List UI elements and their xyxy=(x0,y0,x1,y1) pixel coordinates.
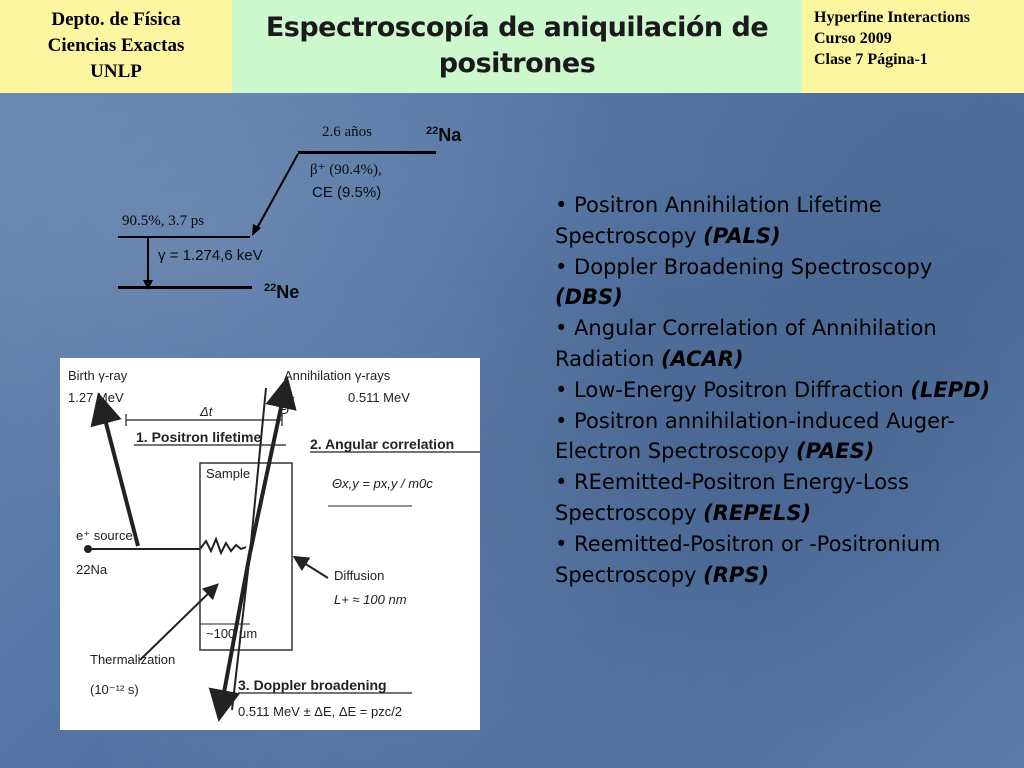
technique-text: • Low-Energy Positron Diffraction xyxy=(555,377,911,402)
institution-line: Ciencias Exactas xyxy=(47,35,185,56)
source-dot xyxy=(84,545,92,553)
daughter-mass-number: 22 xyxy=(264,282,277,294)
arrowhead-icon xyxy=(252,224,261,236)
technique-item-rps: • Reemitted-Positron or -Positronium Spe… xyxy=(555,529,995,591)
technique-text: • Reemitted-Positron or -Positronium Spe… xyxy=(555,531,941,587)
birth-gamma-ray xyxy=(90,392,140,547)
diffusion-path xyxy=(199,536,247,556)
course-line: Hyperfine Interactions xyxy=(814,9,970,26)
header-course: Hyperfine Interactions Curso 2009 Clase … xyxy=(802,0,1024,93)
technique-abbreviation: (PAES) xyxy=(795,439,875,464)
diffusion-pointer xyxy=(292,555,329,579)
figure-drawing: Birth γ-ray 1.27 MeV Annihilation γ-rays… xyxy=(68,368,480,722)
annihilation-gamma-ray xyxy=(248,376,297,554)
technique-abbreviation: (REPELS) xyxy=(703,500,812,525)
technique-text: • Doppler Broadening Spectroscopy xyxy=(555,254,933,279)
theta-label: Θ xyxy=(279,402,289,417)
institution-line: UNLP xyxy=(90,61,142,82)
ground-level-line xyxy=(118,286,252,289)
thermalization-time: (10⁻¹² s) xyxy=(90,682,139,697)
lifetime-title: 1. Positron lifetime xyxy=(136,429,261,445)
course-line: Clase 7 Página-1 xyxy=(814,51,928,68)
technique-item-pals: • Positron Annihilation Lifetime Spectro… xyxy=(555,190,995,252)
thermalization-label: Thermalization xyxy=(90,652,175,667)
technique-item-lepd: • Low-Energy Positron Diffraction (LEPD) xyxy=(555,375,995,406)
angular-formula: Θx,y = px,y / m0c xyxy=(332,476,433,491)
technique-text: • REemitted-Positron Energy-Loss Spectro… xyxy=(555,470,909,525)
technique-abbreviation: (ACAR) xyxy=(660,346,744,371)
beta-branch-label: β⁺ (90.4%), xyxy=(310,162,382,178)
gamma-energy-label: γ = 1.274,6 keV xyxy=(158,247,263,264)
technique-item-paes: • Positron annihilation-induced Auger-El… xyxy=(555,406,995,468)
delta-t-label: Δt xyxy=(199,404,214,419)
technique-text: • Angular Correlation of Annihilation Ra… xyxy=(555,316,937,371)
birth-gamma-label: Birth γ-ray xyxy=(68,368,128,383)
slide-title: Espectroscopía de aniquilación de positr… xyxy=(232,0,802,93)
source-isotope: 22Na xyxy=(76,562,108,577)
sample-label: Sample xyxy=(206,466,250,481)
parent-symbol: Na xyxy=(438,125,462,145)
theta-arc xyxy=(271,392,295,399)
thermalization-pointer xyxy=(139,583,219,661)
source-label: e⁺ source xyxy=(76,528,133,543)
positron-techniques-figure: Birth γ-ray 1.27 MeV Annihilation γ-rays… xyxy=(60,358,480,730)
angular-correlation-title: 2. Angular correlation xyxy=(310,436,454,452)
technique-abbreviation: (RPS) xyxy=(703,562,770,587)
title-line: Espectroscopía de aniquilación de xyxy=(265,12,769,43)
techniques-list: • Positron Annihilation Lifetime Spectro… xyxy=(555,190,995,590)
excited-level-line xyxy=(118,236,250,238)
deflected-gamma-ray xyxy=(249,387,267,554)
annihilation-gamma-ray xyxy=(208,552,252,722)
doppler-formula: 0.511 MeV ± ΔE, ΔE = pzc/2 xyxy=(238,704,402,719)
technique-abbreviation: (DBS) xyxy=(555,285,623,310)
parent-nuclide: 22Na xyxy=(426,125,461,146)
annihilation-gamma-label: Annihilation γ-rays xyxy=(284,368,391,383)
sample-box xyxy=(199,462,293,651)
ec-branch-label: CE (9.5%) xyxy=(312,184,382,201)
daughter-symbol: Ne xyxy=(276,282,300,302)
diffusion-label: Diffusion xyxy=(334,568,384,583)
gamma-transition-line xyxy=(147,238,149,282)
parent-level-line xyxy=(298,151,436,154)
depth-label: ~100 μm xyxy=(206,626,257,641)
deflected-gamma-ray xyxy=(231,552,251,711)
birth-gamma-energy: 1.27 MeV xyxy=(68,390,124,405)
technique-item-repels: • REemitted-Positron Energy-Loss Spectro… xyxy=(555,467,995,529)
parent-mass-number: 22 xyxy=(426,125,439,137)
annihilation-gamma-energy: 0.511 MeV xyxy=(348,390,410,405)
technique-abbreviation: (PALS) xyxy=(703,223,781,248)
doppler-broadening-title: 3. Doppler broadening xyxy=(238,677,387,693)
title-line: positrones xyxy=(438,48,596,79)
technique-abbreviation: (LEPD) xyxy=(910,377,991,402)
institution-line: Depto. de Física xyxy=(51,9,181,30)
technique-item-acar: • Angular Correlation of Annihilation Ra… xyxy=(555,313,995,375)
decay-arrows xyxy=(143,153,299,290)
technique-text: • Positron annihilation-induced Auger-El… xyxy=(555,408,955,464)
technique-item-dbs: • Doppler Broadening Spectroscopy (DBS) xyxy=(555,252,995,314)
beta-decay-arrow xyxy=(255,153,299,231)
halflife-label: 2.6 años xyxy=(322,124,372,140)
header-institution: Depto. de Física Ciencias Exactas UNLP xyxy=(0,0,232,93)
excited-state-label: 90.5%, 3.7 ps xyxy=(122,213,205,229)
technique-text: • Positron Annihilation Lifetime Spectro… xyxy=(555,193,882,248)
diffusion-length: L+ ≈ 100 nm xyxy=(334,592,407,607)
daughter-nuclide: 22Ne xyxy=(264,282,299,303)
course-line: Curso 2009 xyxy=(814,30,892,47)
arrowhead-icon xyxy=(143,280,153,290)
